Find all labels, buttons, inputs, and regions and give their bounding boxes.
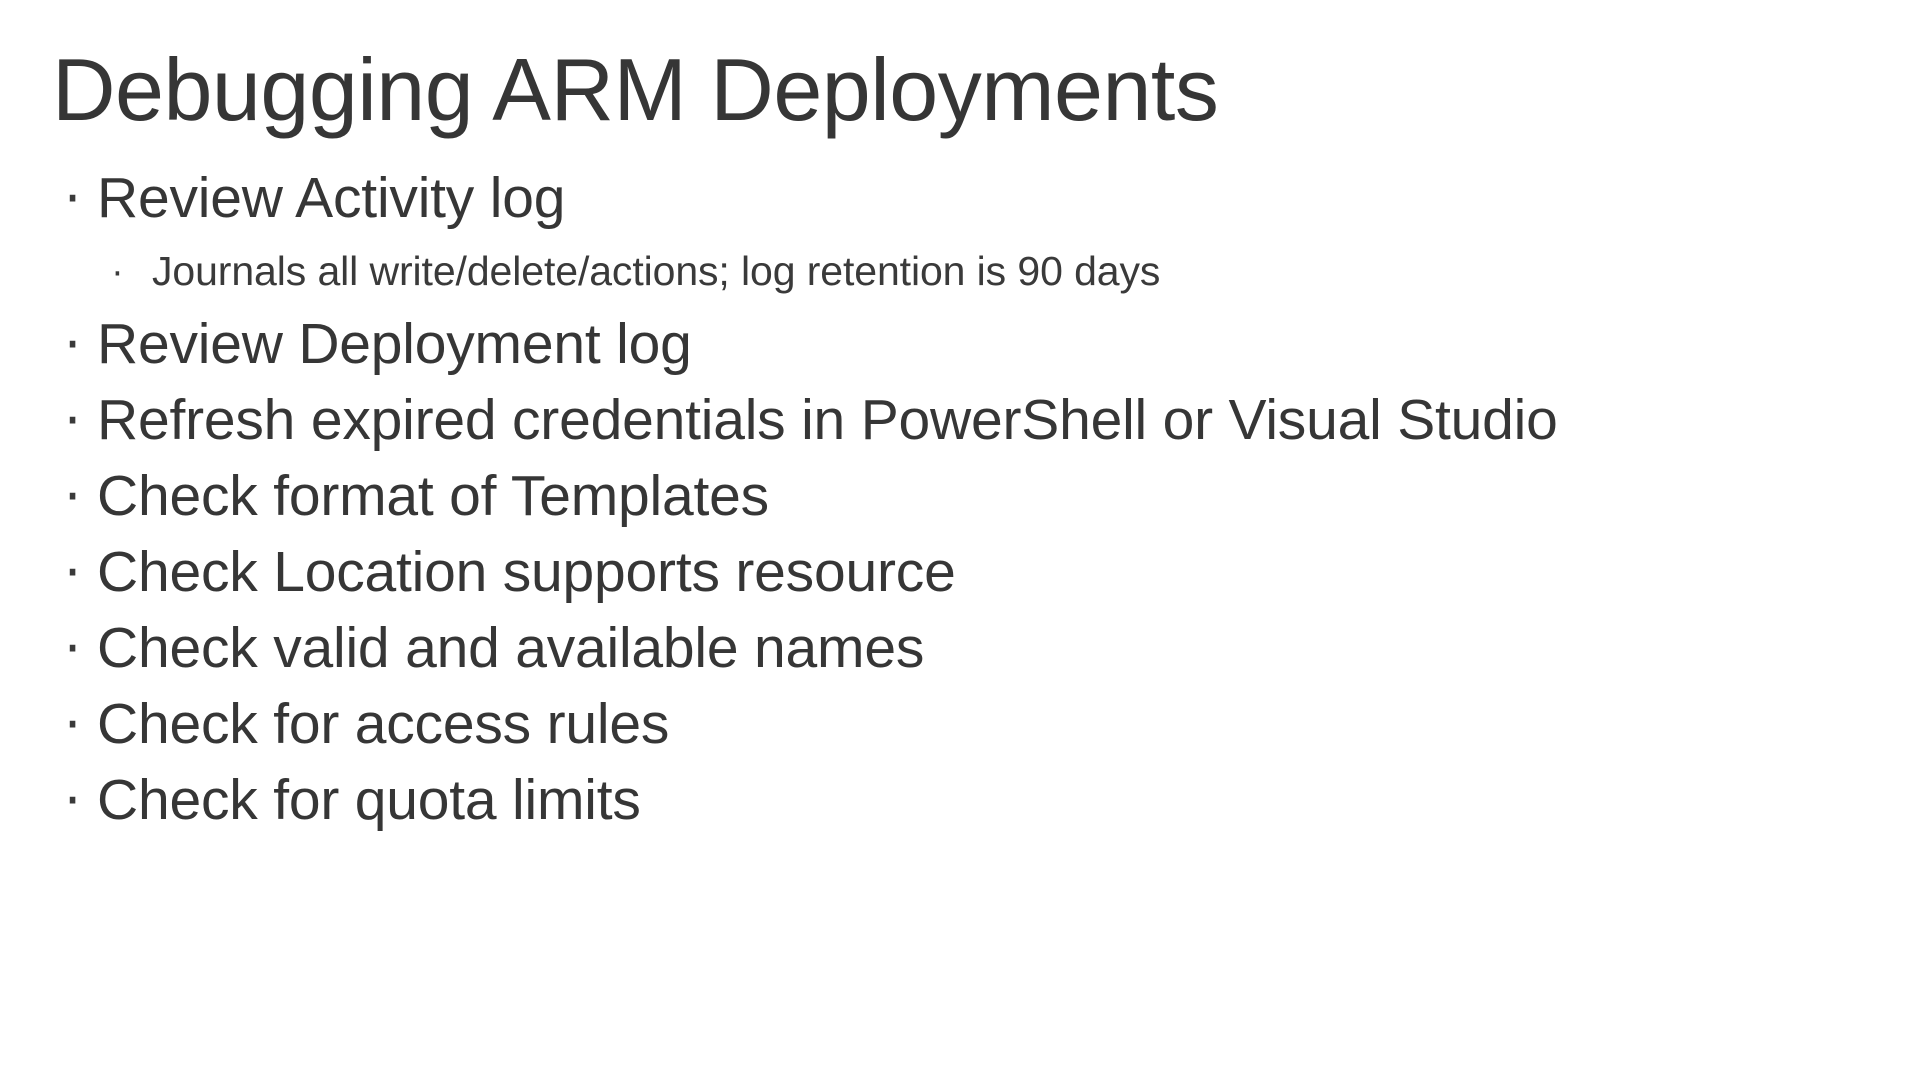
bullet-dot-icon: · bbox=[112, 254, 123, 294]
bullet-dot-icon: · bbox=[64, 167, 82, 230]
list-item-label: Review Deployment log bbox=[97, 312, 692, 376]
list-item-label: Check Location supports resource bbox=[97, 540, 956, 604]
list-item: · Check valid and available names bbox=[52, 610, 1882, 686]
list-item: · Check format of Templates bbox=[52, 458, 1882, 534]
list-item-label: Refresh expired credentials in PowerShel… bbox=[97, 388, 1558, 452]
bullet-dot-icon: · bbox=[64, 541, 82, 604]
list-item-label: Check for quota limits bbox=[97, 768, 641, 832]
list-item: · Journals all write/delete/actions; log… bbox=[52, 236, 1882, 306]
bullet-list: · Review Activity log · Journals all wri… bbox=[52, 160, 1882, 838]
list-item: · Check for access rules bbox=[52, 686, 1882, 762]
list-item-label: Check valid and available names bbox=[97, 616, 925, 680]
list-item-label: Review Activity log bbox=[97, 166, 566, 230]
list-item: · Review Deployment log bbox=[52, 306, 1882, 382]
bullet-dot-icon: · bbox=[64, 389, 82, 452]
list-item-label: Journals all write/delete/actions; log r… bbox=[152, 248, 1161, 294]
bullet-dot-icon: · bbox=[64, 617, 82, 680]
list-item-label: Check format of Templates bbox=[97, 464, 769, 528]
bullet-dot-icon: · bbox=[64, 693, 82, 756]
list-item: · Check for quota limits bbox=[52, 762, 1882, 838]
list-item-label: Check for access rules bbox=[97, 692, 670, 756]
bullet-dot-icon: · bbox=[64, 769, 82, 832]
bullet-dot-icon: · bbox=[64, 313, 82, 376]
page-title: Debugging ARM Deployments bbox=[52, 40, 1219, 139]
bullet-dot-icon: · bbox=[64, 465, 82, 528]
list-item: · Check Location supports resource bbox=[52, 534, 1882, 610]
list-item: · Review Activity log bbox=[52, 160, 1882, 236]
list-item: · Refresh expired credentials in PowerSh… bbox=[52, 382, 1882, 458]
